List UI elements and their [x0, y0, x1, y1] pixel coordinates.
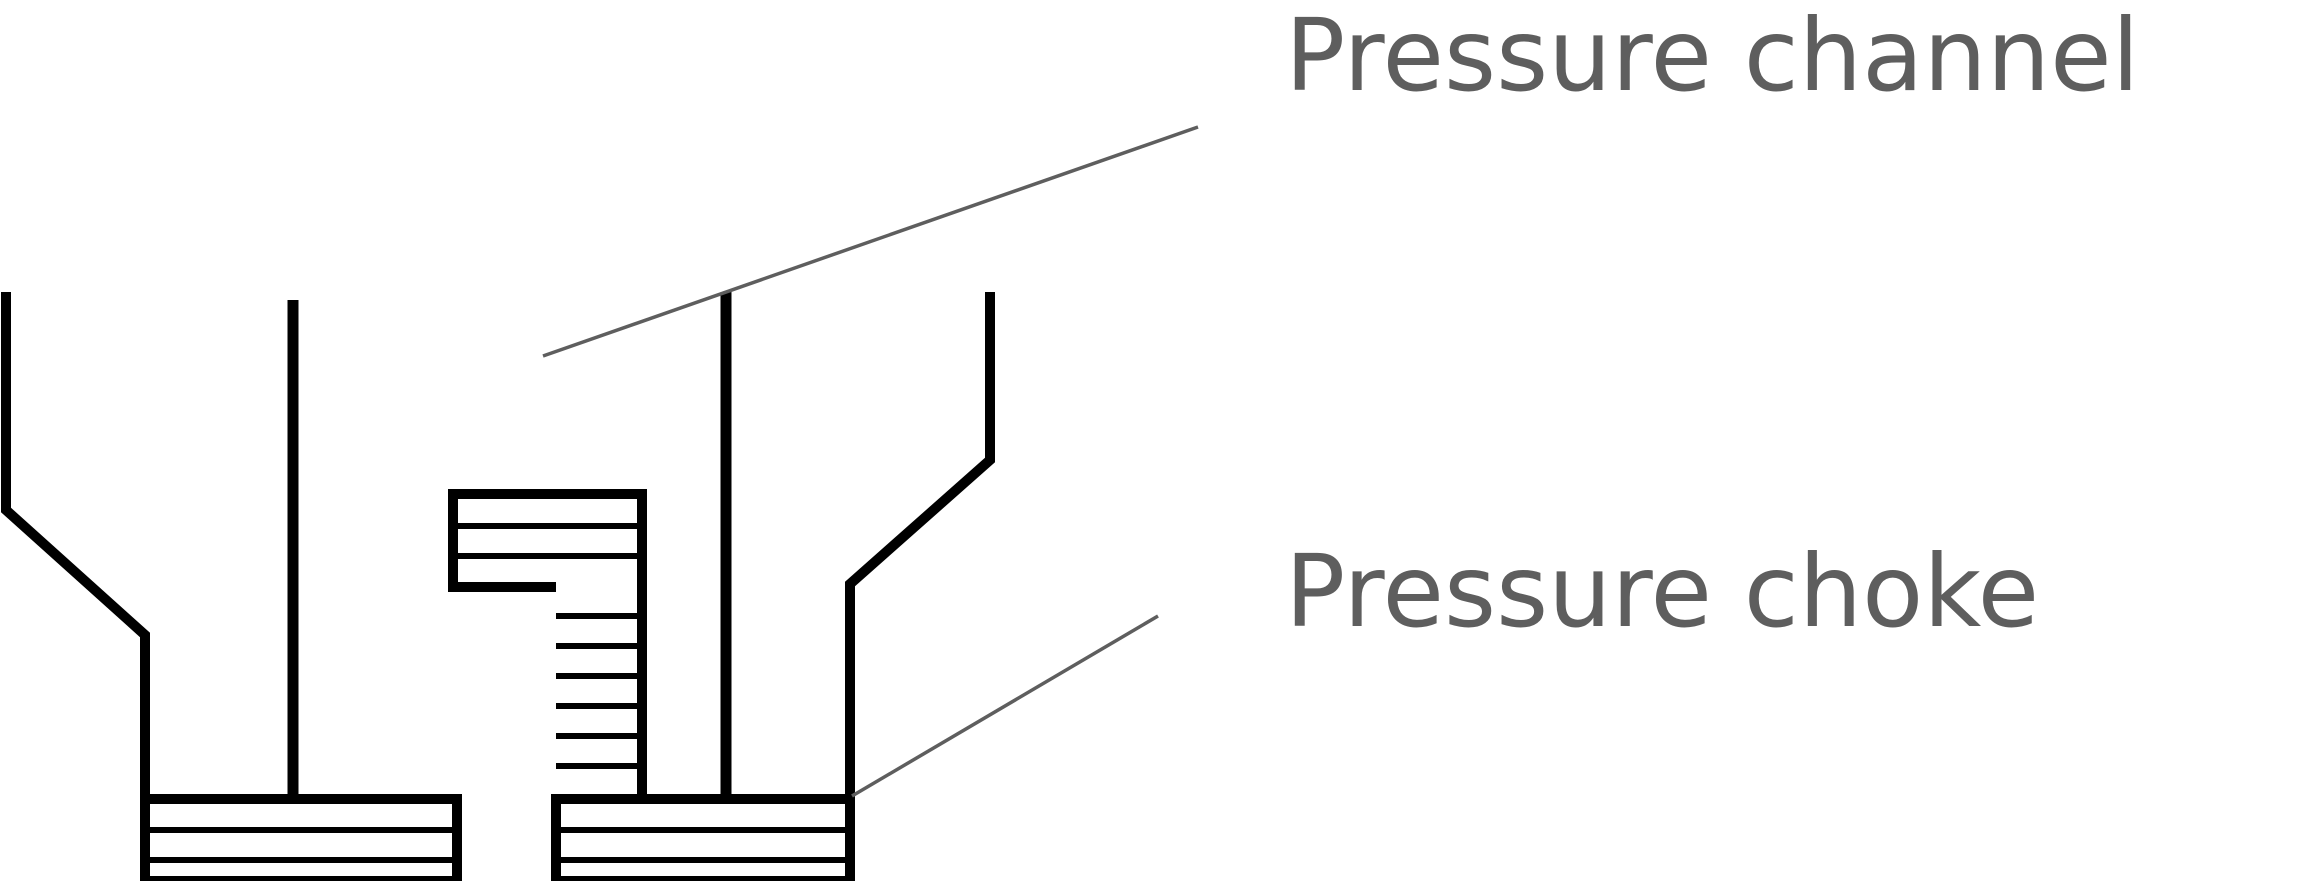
right-funnel-wall	[845, 292, 995, 800]
pressure-channel-leader	[542, 125, 1199, 358]
pressure-choke-label: Pressure choke	[1285, 533, 2039, 650]
right-bottom-block	[551, 794, 855, 881]
center-upper-block	[448, 489, 647, 800]
pressure-choke-leader	[851, 614, 1159, 798]
pressure-channel-label: Pressure channel	[1285, 0, 2140, 114]
left-bottom-block	[140, 794, 462, 881]
left-funnel-wall	[1, 292, 150, 800]
